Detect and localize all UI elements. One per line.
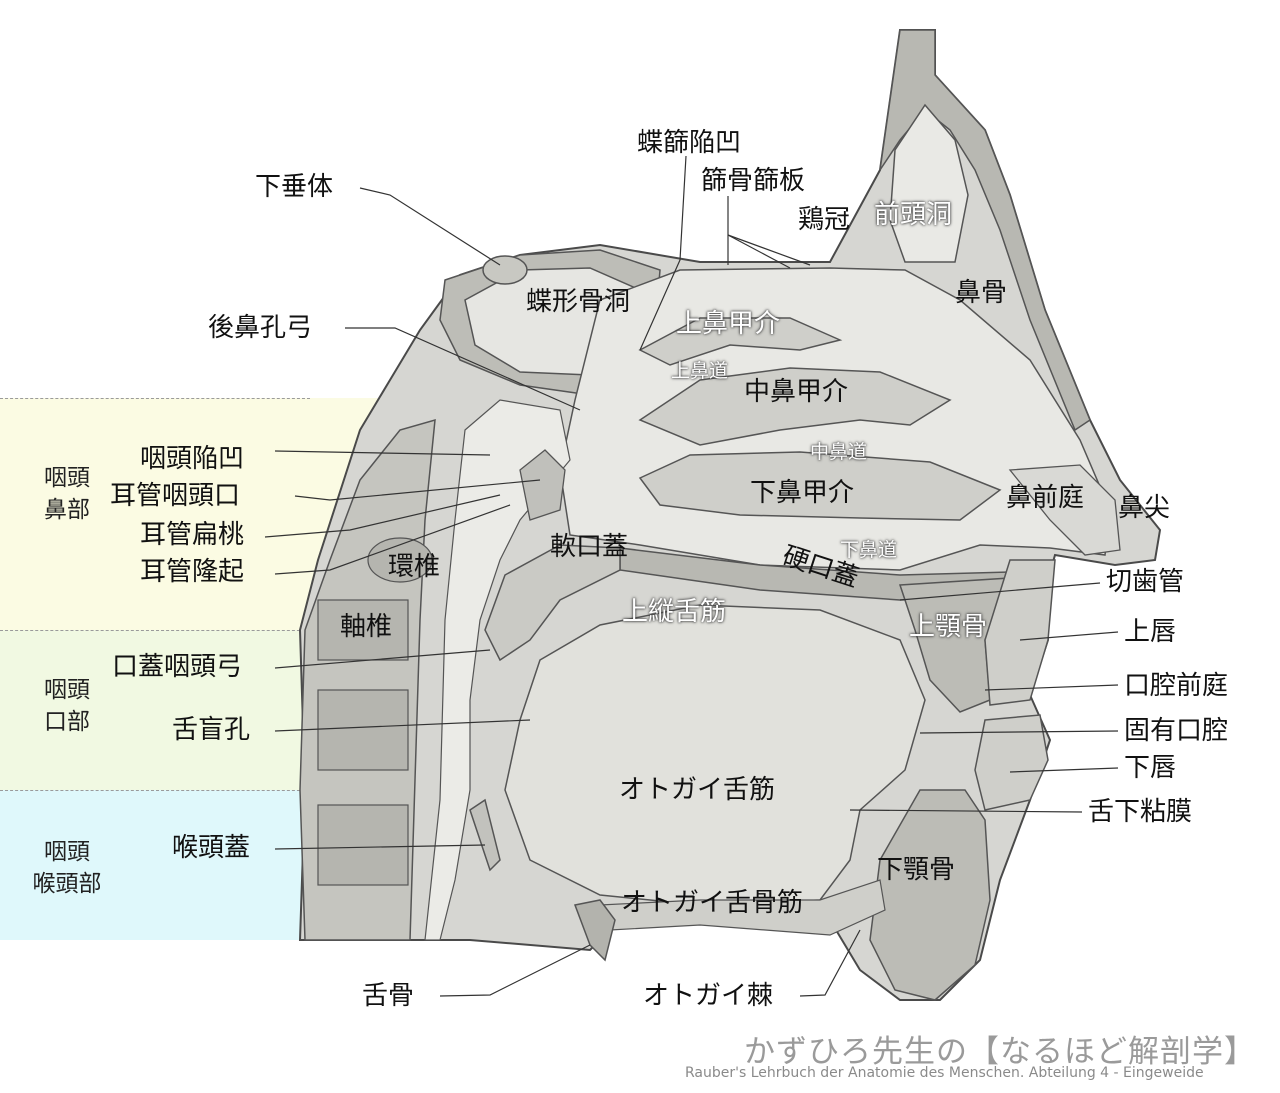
geniohyoid-shape: [599, 879, 886, 936]
label-superior-longitudinal-muscle: 上縦舌筋: [622, 597, 727, 627]
label-atlas: 環椎: [388, 552, 441, 582]
label-foramen-cecum: 舌盲孔: [172, 715, 251, 745]
region-laryngopharynx-line1: 咽頭: [44, 839, 90, 865]
label-middle-meatus: 中鼻道: [810, 441, 868, 463]
frontal-sinus-shape: [889, 103, 969, 263]
leader-oral-vestibule: [984, 684, 1119, 691]
soft-palate-shape: [484, 544, 621, 662]
label-genioglossus: オトガイ舌筋: [619, 775, 776, 805]
leader-incisive-canal: [899, 582, 1101, 601]
pituitary-shape: [482, 255, 528, 285]
mandible-shape: [869, 789, 991, 1001]
credit-source: Rauber's Lehrbuch der Anatomie des Mensc…: [685, 1065, 1204, 1081]
inferior-concha-shape: [638, 451, 1002, 521]
leader-upper-lip: [1019, 631, 1119, 641]
label-geniohyoid: オトガイ舌骨筋: [621, 888, 804, 918]
label-inferior-meatus: 下鼻道: [840, 539, 898, 561]
axis-shape: [317, 599, 409, 661]
leader-lower-lip: [1009, 767, 1119, 773]
tongue-shape: [504, 604, 926, 906]
cervical-vertebra-shape: [317, 804, 409, 886]
region-oropharynx-line2: 口部: [44, 709, 90, 735]
region-laryngopharynx-line2: 喉頭部: [32, 871, 102, 897]
label-mental-spine: オトガイ棘: [643, 981, 774, 1011]
leader-oral-cavity-proper: [919, 730, 1119, 734]
region-nasopharynx-line2: 鼻部: [44, 497, 90, 523]
leader-choanal-arch: [345, 327, 581, 411]
label-nasal-tip: 鼻尖: [1118, 493, 1171, 523]
label-nasal-bone: 鼻骨: [955, 278, 1008, 308]
band-divider: [0, 790, 310, 791]
leader-cribriform-plate-2: [727, 234, 791, 269]
label-hypophysis: 下垂体: [255, 172, 334, 202]
label-sphenoethmoidal-recess: 蝶篩陥凹: [637, 128, 742, 158]
lower-lip-shape: [974, 714, 1049, 811]
label-maxilla: 上顎骨: [909, 612, 988, 642]
atlas-shape: [367, 537, 433, 583]
leader-torus-tubarius: [274, 504, 511, 575]
label-choanal-arch: 後鼻孔弓: [208, 313, 313, 343]
label-palatopharyngeal-arch: 口蓋咽頭弓: [112, 652, 243, 682]
label-sublingual-mucosa: 舌下粘膜: [1088, 797, 1193, 827]
credit-title: かずひろ先生の【なるほど解剖学】: [744, 1034, 1256, 1070]
label-crista-galli: 鶏冠: [798, 205, 851, 235]
region-nasopharynx: 咽頭 鼻部: [22, 462, 112, 526]
leader-tubal-orifice: [294, 479, 541, 501]
label-superior-concha: 上鼻甲介: [676, 309, 781, 339]
label-torus-tubarius: 耳管隆起: [140, 557, 245, 587]
nasal-ala-shape: [1008, 464, 1121, 556]
torus-tubarius-shape: [519, 449, 566, 521]
label-epiglottis: 喉頭蓋: [172, 833, 251, 863]
label-incisive-canal: 切歯管: [1106, 567, 1185, 597]
leader-foramen-cecum: [274, 719, 531, 732]
label-upper-lip: 上唇: [1124, 617, 1177, 647]
label-sphenoid-sinus: 蝶形骨洞: [526, 287, 631, 317]
hyoid-shape: [573, 899, 616, 962]
band-divider: [0, 398, 310, 399]
label-superior-meatus: 上鼻道: [671, 360, 729, 382]
cervical-vertebra-shape: [317, 689, 409, 771]
label-inferior-concha: 下鼻甲介: [750, 478, 855, 508]
region-nasopharynx-line1: 咽頭: [44, 465, 90, 491]
region-oropharynx: 咽頭 口部: [22, 674, 112, 738]
leader-mental-spine: [799, 929, 861, 997]
leader-hypophysis: [359, 187, 501, 266]
leader-sphenoethmoidal-recess: [639, 155, 687, 351]
epiglottis-shape: [469, 798, 501, 872]
leader-palatopharyngeal-arch: [274, 649, 491, 669]
middle-concha-shape: [638, 367, 952, 446]
leader-pharyngeal-recess: [274, 450, 491, 456]
leader-lines: [264, 155, 1119, 997]
superior-concha-shape: [638, 317, 843, 366]
leader-epiglottis: [274, 844, 486, 850]
label-cribriform-plate: 篩骨篩板: [701, 166, 806, 196]
leader-hyoid: [439, 944, 591, 997]
label-tubal-tonsil: 耳管扁桃: [140, 520, 245, 550]
leader-sublingual-mucosa: [849, 809, 1083, 813]
region-laryngopharynx: 咽頭 喉頭部: [22, 836, 112, 900]
region-oropharynx-line1: 咽頭: [44, 677, 90, 703]
label-frontal-sinus: 前頭洞: [874, 200, 953, 230]
band-divider: [0, 630, 310, 631]
label-mandible: 下顎骨: [877, 855, 956, 885]
label-soft-palate: 軟口蓋: [550, 532, 629, 562]
leader-cribriform-plate-3: [727, 234, 811, 266]
label-pharyngeal-recess: 咽頭陥凹: [140, 444, 245, 474]
label-oral-vestibule: 口腔前庭: [1124, 671, 1229, 701]
label-axis: 軸椎: [340, 612, 393, 642]
label-hyoid: 舌骨: [362, 981, 415, 1011]
label-middle-concha: 中鼻甲介: [744, 377, 849, 407]
label-oral-cavity-proper: 固有口腔: [1124, 716, 1229, 746]
leader-tubal-tonsil: [264, 494, 501, 538]
label-nasal-vestibule: 鼻前庭: [1006, 483, 1085, 513]
label-tubal-orifice: 耳管咽頭口: [110, 481, 241, 511]
upper-lip-shape: [984, 559, 1056, 706]
label-lower-lip: 下唇: [1124, 753, 1177, 783]
pharynx-airway: [424, 399, 571, 941]
